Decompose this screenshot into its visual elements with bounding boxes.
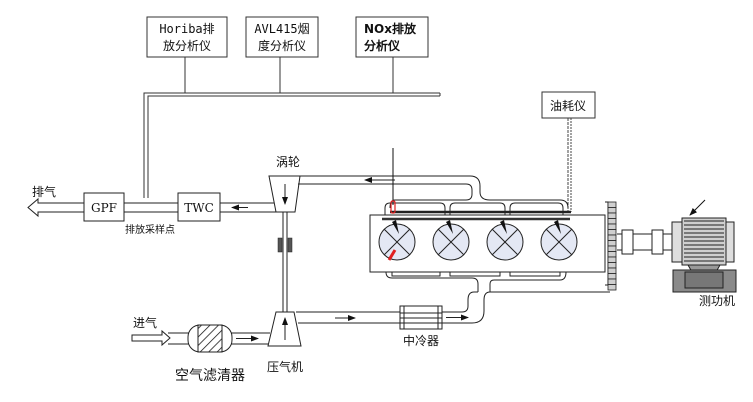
flywheel-tooth [607,207,617,214]
charge-air-pipe [296,271,610,324]
nox-analyzer-box: NOx排放 分析仪 [355,16,429,58]
flywheel-tooth [607,278,617,285]
coupling-shaft [617,229,675,255]
exhaust-out-arrow: 排气 [27,184,65,218]
nox-label-line2: 分析仪 [364,38,401,53]
injector-icon [554,220,561,234]
fuel-line [390,118,572,214]
flywheel [605,201,617,291]
avl415-label-line1: AVL415烟 [254,22,309,36]
flywheel-tooth [607,223,617,230]
sampling-point-label: 排放采样点 [125,223,175,236]
flywheel-tooth [607,218,617,225]
twc-label: TWC [184,201,214,215]
injector-icon [392,220,399,234]
flywheel-tooth [607,267,617,274]
exhaust-pipe [65,202,276,213]
flywheel-tooth [607,229,617,236]
turbine-label: 涡轮 [276,155,300,169]
horiba-analyzer-box: Horiba排 放分析仪 [146,16,228,58]
cylinders [378,220,578,261]
cylinder [432,220,470,261]
cylinder [378,220,416,261]
flywheel-tooth [607,240,617,247]
flywheel-tooth [607,251,617,258]
nox-label-line1: NOx排放 [364,21,417,36]
turbine: 涡轮 [268,155,301,213]
flywheel-tooth [607,245,617,252]
cylinder [540,220,578,261]
air-filter: 空气滤清器 [175,324,245,384]
injector-icon [446,220,453,234]
gpf-box: GPF [83,192,125,222]
flywheel-tooth [607,262,617,269]
avl415-analyzer-box: AVL415烟 度分析仪 [245,16,319,58]
flywheel-tooth [607,234,617,241]
flywheel-tooth [607,201,617,208]
compressor-label: 压气机 [267,359,303,374]
twc-box: TWC [177,192,221,222]
intake-arrow: 进气 [131,315,171,347]
fuel-meter-box: 油耗仪 [541,91,596,119]
dynamometer: 测功机 [671,199,737,308]
dynamometer-label: 测功机 [699,294,735,308]
intercooler-label: 中冷器 [403,333,439,348]
fuel-meter-label: 油耗仪 [550,99,586,113]
turbo-shaft [277,212,293,312]
exhaust-out-label: 排气 [32,184,56,199]
compressor: 压气机 [267,311,303,374]
intake-pipe [168,332,270,345]
flywheel-tooth [607,212,617,219]
analyzer-sampling-lines [143,57,441,198]
cylinder [486,220,524,261]
intake-in-label: 进气 [133,315,157,330]
intercooler: 中冷器 [399,305,443,348]
flywheel-tooth [607,256,617,263]
gpf-label: GPF [91,201,117,215]
avl415-label-line2: 度分析仪 [258,38,306,53]
injector-icon [500,220,507,234]
air-filter-label: 空气滤清器 [175,368,245,384]
horiba-label-line2: 放分析仪 [163,38,211,53]
exhaust-sensor-red [390,148,396,214]
cylinder-sensor-red [387,249,397,261]
horiba-label-line1: Horiba排 [159,22,214,36]
flywheel-tooth [607,273,617,280]
flywheel-tooth [607,284,617,291]
